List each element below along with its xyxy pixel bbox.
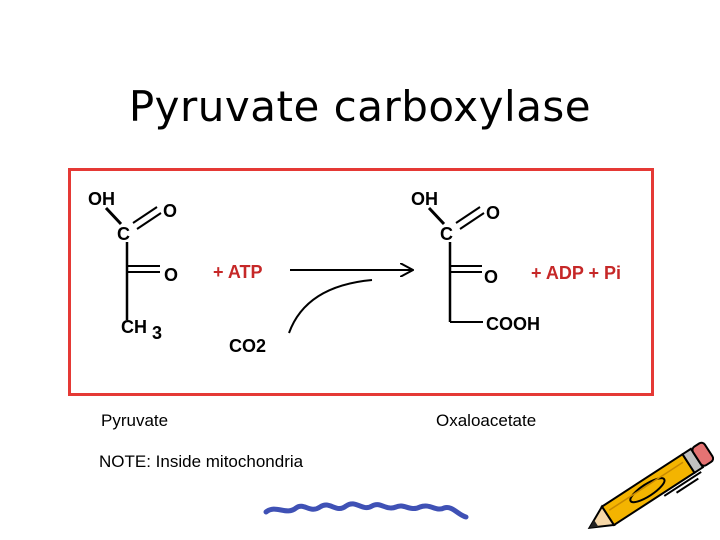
atp-label: + ATP bbox=[213, 262, 263, 282]
oxaloacetate-caption: Oxaloacetate bbox=[436, 411, 537, 430]
note-text: NOTE: Inside mitochondria bbox=[99, 452, 304, 471]
co2-label: CO2 bbox=[229, 336, 266, 356]
pyruvate-ch-subscript: 3 bbox=[152, 323, 162, 343]
oxaloacetate-o-mid-label: O bbox=[484, 267, 498, 287]
oxaloacetate-double-bond-b bbox=[459, 212, 485, 230]
pyruvate-oh-bond bbox=[104, 206, 123, 226]
oxaloacetate-cooh-label: COOH bbox=[486, 314, 540, 334]
products-label: + ADP + Pi bbox=[531, 263, 621, 283]
pyruvate-c-label: C bbox=[117, 224, 130, 244]
pencil-icon bbox=[587, 441, 715, 529]
pyruvate-o-top-label: O bbox=[163, 201, 177, 221]
co2-input-arrow bbox=[288, 279, 373, 334]
oxaloacetate-double-bond-a bbox=[455, 206, 481, 224]
scribble-icon bbox=[263, 501, 469, 520]
oxaloacetate-structure: OH C O O COOH bbox=[411, 189, 540, 334]
pyruvate-ch-label: CH bbox=[121, 317, 147, 337]
pyruvate-caption: Pyruvate bbox=[101, 411, 169, 430]
pyruvate-o-mid-label: O bbox=[164, 265, 178, 285]
pyruvate-double-bond-a bbox=[132, 206, 158, 224]
pyruvate-double-bond-b bbox=[136, 212, 162, 230]
page-title: Pyruvate carboxylase bbox=[128, 82, 592, 131]
oxaloacetate-oh-bond bbox=[427, 206, 446, 226]
pyruvate-oh-label: OH bbox=[88, 189, 115, 209]
oxaloacetate-oh-label: OH bbox=[411, 189, 438, 209]
oxaloacetate-c-label: C bbox=[440, 224, 453, 244]
pyruvate-structure: OH C O O CH 3 bbox=[88, 189, 178, 343]
oxaloacetate-o-top-label: O bbox=[486, 203, 500, 223]
